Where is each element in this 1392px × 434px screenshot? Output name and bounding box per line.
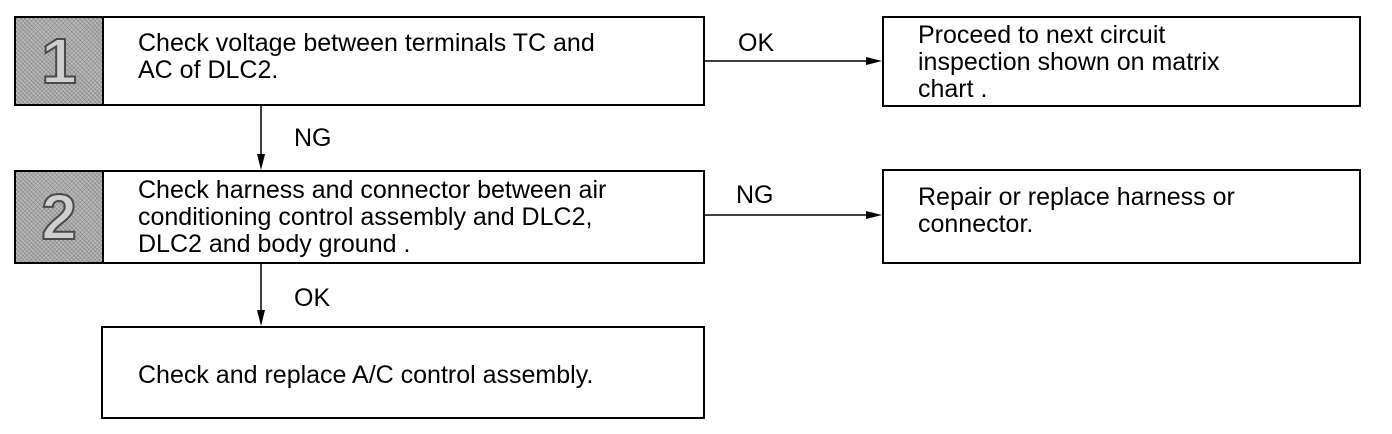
step-1-box: 1 Check voltage between terminals TC and… [14,16,705,106]
step-2-number: 2 [40,180,78,254]
outcome-replace-box: Check and replace A/C control assembly. [101,326,705,419]
outcome-replace-text: Check and replace A/C control assembly. [138,361,594,389]
edge-label-step1-ng: NG [294,124,332,152]
step-1-text: Check voltage between terminals TC and A… [138,29,595,84]
edge-label-step1-ok: OK [738,29,775,57]
edge-label-step2-ok: OK [294,284,331,312]
outcome-repair-box: Repair or replace harness or connector. [882,169,1361,264]
edge-step2-ng-arrow [866,211,882,219]
edge-step1-ng-arrow [257,154,265,170]
step-2-text: Check harness and connector between air … [138,176,607,258]
step-2-box: 2 Check harness and connector between ai… [14,170,705,264]
outcome-proceed-box: Proceed to next circuit inspection shown… [882,16,1361,107]
edge-step2-ok-arrow [257,310,265,326]
step-1-number-badge: 1 [16,18,104,104]
edge-label-step2-ng: NG [736,181,774,209]
outcome-repair-text: Repair or replace harness or connector. [918,183,1235,238]
outcome-proceed-text: Proceed to next circuit inspection shown… [918,21,1220,103]
step-2-number-badge: 2 [16,172,104,262]
edge-step1-ok-arrow [866,57,882,65]
step-1-number: 1 [40,24,78,98]
